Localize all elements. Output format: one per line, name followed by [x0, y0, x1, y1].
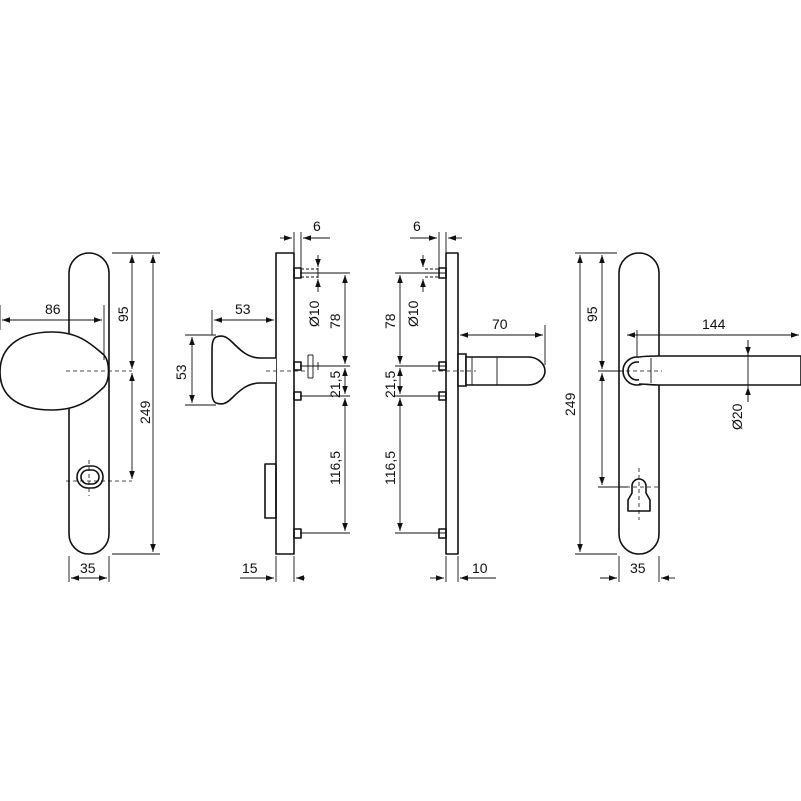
knob-side-lower-label: 116,5	[327, 451, 343, 485]
lever-side-thickness-label: 10	[472, 560, 488, 576]
lever-front-view: 249 95 144 Ø20 35	[562, 252, 801, 582]
lever-side-lower-label: 116,5	[382, 451, 398, 485]
lever-front-length-label: 144	[702, 316, 726, 332]
knob-front-view: 86 95 249 35	[0, 252, 160, 582]
knob-side-offset-label: 6	[313, 218, 321, 234]
knob-front-width-label: 86	[45, 301, 61, 317]
knob-front-knob	[0, 331, 110, 411]
knob-side-knob	[211, 335, 276, 405]
lever-front-top-center-label: 95	[584, 306, 600, 322]
knob-front-height-label: 249	[137, 400, 153, 424]
lever-front-diameter-label: Ø20	[729, 403, 745, 430]
knob-side-diameter-label: 53	[173, 364, 189, 380]
lever-front-lever	[622, 355, 801, 386]
knob-side-middle-label: 21,5	[327, 371, 343, 398]
knob-side-cylinder-boss	[264, 463, 277, 519]
knob-side-view: 6 Ø10 78 21,5 116,5 53 53 15	[173, 218, 350, 582]
knob-front-plate-width-label: 35	[80, 560, 96, 576]
knob-side-screw-label: Ø10	[306, 300, 322, 327]
lever-side-offset-label: 6	[413, 218, 421, 234]
lever-side-screw-label: Ø10	[405, 300, 421, 327]
lever-front-cylinder-hole	[627, 478, 651, 512]
knob-front-cylinder-hole	[76, 465, 104, 489]
knob-side-thickness-label: 15	[242, 560, 258, 576]
lever-side-upper-label: 78	[382, 313, 398, 329]
knob-front-top-center-label: 95	[115, 306, 131, 322]
lever-side-backplate	[445, 252, 459, 555]
knob-side-upper-label: 78	[327, 313, 343, 329]
lever-side-middle-label: 21,5	[382, 371, 398, 398]
lever-side-lever	[457, 353, 546, 387]
lever-front-backplate	[618, 252, 660, 555]
knob-side-projection-label: 53	[235, 301, 251, 317]
lever-side-view: 6 Ø10 78 21,5 116,5 70 10	[382, 218, 546, 582]
lever-front-plate-width-label: 35	[630, 560, 646, 576]
lever-side-projection-label: 70	[492, 316, 508, 332]
lever-front-height-label: 249	[562, 392, 578, 416]
knob-side-backplate	[275, 252, 295, 555]
